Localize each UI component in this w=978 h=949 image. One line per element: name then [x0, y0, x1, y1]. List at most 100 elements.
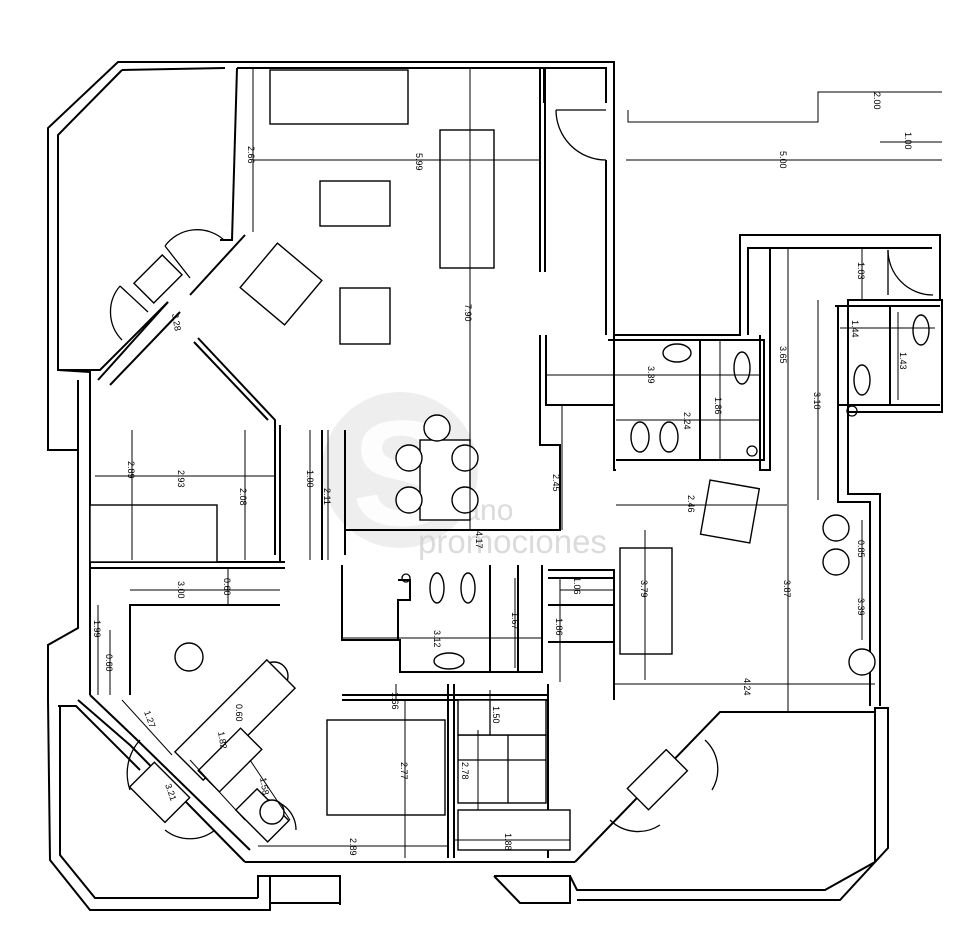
- dim-label: 4.17: [474, 531, 484, 549]
- sink: [662, 343, 692, 363]
- drain: [746, 445, 758, 457]
- dim-label: 2.77: [399, 762, 409, 780]
- door-frame-se: [626, 748, 689, 811]
- furniture: [89, 69, 930, 851]
- door-frame-nw: [132, 253, 184, 305]
- chair: [423, 414, 451, 442]
- dim-label: 3.00: [176, 581, 186, 599]
- drain: [401, 573, 411, 583]
- dim-label: 2.08: [238, 488, 248, 506]
- dim-label: 1.86: [713, 397, 723, 415]
- dim-label: 3.39: [856, 598, 866, 616]
- chair: [451, 444, 479, 472]
- dim-label: 1.67: [510, 612, 520, 630]
- table-long: [439, 129, 495, 269]
- dimension-lines: [95, 68, 942, 858]
- dim-label: 1.00: [305, 470, 315, 488]
- dim-label: 2.89: [126, 461, 136, 479]
- door-arc-nw1: [164, 229, 225, 247]
- door-arc-nw2: [109, 285, 123, 341]
- dim-label: 1.50: [491, 706, 501, 724]
- dim-label: 2.89: [348, 838, 358, 856]
- dim-label: 2.45: [551, 474, 561, 492]
- dim-label: 1.66: [390, 692, 400, 710]
- dim-label: 2.93: [176, 470, 186, 488]
- dim-label: 3.12: [432, 630, 442, 648]
- dim-label: 7.90: [463, 304, 473, 322]
- door-arc-se1: [704, 739, 719, 791]
- dim-label: 1.88: [503, 833, 513, 851]
- dim-label: 1.99: [92, 620, 102, 638]
- dim-label: 1.06: [572, 577, 582, 595]
- lamp: [822, 514, 850, 542]
- basin: [460, 572, 476, 604]
- watermark-line2: promociones: [418, 523, 607, 560]
- dim-label: 2.24: [682, 412, 692, 430]
- lamp: [174, 642, 204, 672]
- doors: [109, 109, 934, 843]
- drain: [846, 405, 858, 417]
- dim-label: 5.00: [778, 151, 788, 169]
- basin: [912, 314, 930, 346]
- wardrobe-s: [457, 734, 547, 804]
- dim-label: 1.27: [142, 709, 157, 729]
- dim-label: 4.24: [742, 678, 752, 696]
- coffee-table: [319, 180, 391, 227]
- armchair-1: [239, 242, 323, 326]
- door-arc-bath2: [887, 249, 934, 296]
- interior-walls: [77, 68, 940, 863]
- dim-label: 0.60: [222, 578, 232, 596]
- bed-sw: [173, 658, 297, 782]
- chair: [395, 486, 423, 514]
- shelf-s: [457, 699, 547, 736]
- dim-label: 3.79: [639, 580, 649, 598]
- hob: [659, 421, 679, 453]
- armchair-2: [339, 287, 391, 345]
- dim-label: 1.00: [903, 132, 913, 150]
- dim-label: 1.86: [554, 618, 564, 636]
- toilet: [853, 364, 871, 396]
- kitchen-table: [699, 479, 761, 544]
- dim-label: 3.10: [812, 392, 822, 410]
- bed-s: [326, 719, 446, 816]
- wardrobe: [89, 504, 218, 563]
- dimension-labels: 2.00 1.00 5.00 2.66 5.99 7.90 3.28 2.89 …: [92, 92, 913, 856]
- exterior-walls: [47, 61, 943, 911]
- chair: [451, 486, 479, 514]
- door-frame-sw: [128, 761, 191, 824]
- dim-label: 1.43: [898, 352, 908, 370]
- lamp: [822, 548, 850, 576]
- dim-label: 3.87: [782, 580, 792, 598]
- dim-label: 5.99: [414, 153, 424, 171]
- sink: [733, 351, 751, 385]
- dim-label: 2.11: [322, 488, 332, 505]
- dim-label: 0.60: [104, 654, 114, 672]
- dim-label: 1.82: [216, 731, 229, 750]
- dim-label: 2.00: [872, 92, 882, 110]
- toilet: [259, 799, 285, 825]
- door-arc-sw2: [164, 829, 216, 840]
- dim-label: 3.65: [778, 346, 788, 364]
- dim-label: 3.39: [646, 366, 656, 384]
- bidet: [433, 652, 465, 670]
- dim-label: 1.58: [258, 777, 271, 796]
- kitchen-counter: [619, 547, 673, 655]
- dim-label: 0.85: [856, 540, 866, 558]
- chair: [395, 444, 423, 472]
- dim-label: 2.78: [460, 762, 470, 780]
- bench-s: [457, 809, 571, 851]
- lamp: [848, 648, 876, 676]
- sofa: [269, 69, 409, 125]
- dim-label: 3.28: [170, 313, 183, 332]
- door-arc-entry: [555, 109, 607, 161]
- dim-label: 2.66: [246, 146, 256, 164]
- dim-label: 0.60: [234, 704, 244, 722]
- door-arc-sw1: [126, 739, 141, 791]
- door-arc-se2: [609, 819, 661, 833]
- basin: [429, 572, 445, 604]
- hob: [630, 421, 650, 453]
- dim-label: 1.03: [856, 262, 866, 280]
- dim-label: 2.46: [686, 495, 696, 513]
- dim-label: 1.44: [850, 320, 860, 338]
